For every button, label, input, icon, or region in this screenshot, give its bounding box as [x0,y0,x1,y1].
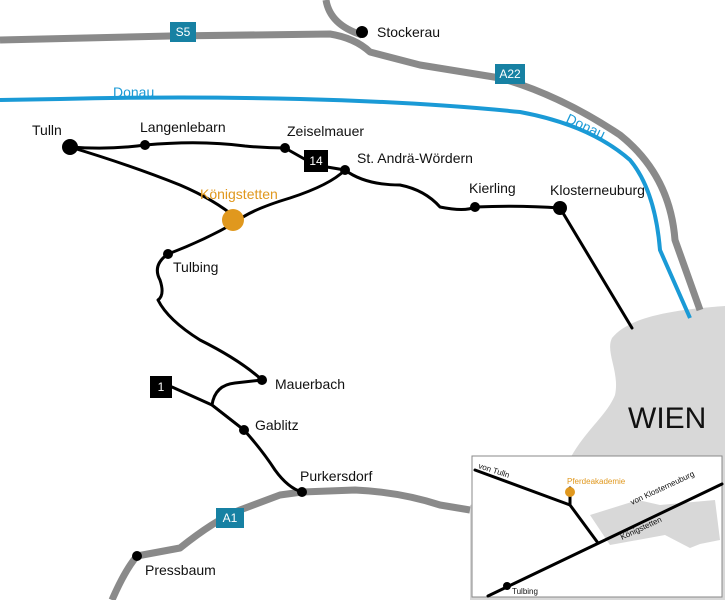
inset-marker-tulbing [503,582,511,590]
inset-marker-pferdeakademie [565,487,575,497]
marker-kierling [470,202,480,212]
road-box-14: 14 [304,150,328,172]
shield-a1: A1 [216,508,244,528]
label-koenigstetten: Königstetten [200,186,278,202]
road-tulbing-mauerbach [155,252,264,382]
marker-purkersdorf [297,487,307,497]
shield-a22: A22 [495,64,525,84]
shield-s5: S5 [170,22,196,42]
marker-pressbaum [132,551,142,561]
marker-stockerau [356,26,368,38]
svg-text:14: 14 [309,154,323,168]
inset-building-area [590,500,720,548]
label-zeiselmauer: Zeiselmauer [287,123,364,139]
river-donau [0,95,692,319]
inset-road-main [486,482,724,598]
road-tulln-zeiselmauer [68,141,347,172]
marker-koenigstetten [222,209,244,231]
highway-a1 [108,486,471,600]
label-gablitz: Gablitz [255,417,299,433]
marker-klosterneuburg [553,201,567,215]
label-tulbing: Tulbing [173,259,218,275]
label-kierling: Kierling [469,180,516,196]
svg-text:1: 1 [158,380,165,394]
marker-mauerbach [257,375,267,385]
svg-text:S5: S5 [176,25,191,39]
road-tulln-koenigstetten [68,145,238,220]
marker-gablitz [239,425,249,435]
inset-label-pferdeakademie: Pferdeakademie [567,477,626,486]
label-mauerbach: Mauerbach [275,376,345,392]
label-pressbaum: Pressbaum [145,562,216,578]
label-st-andrae: St. Andrä-Wördern [357,150,473,166]
marker-zeiselmauer [280,143,290,153]
road-box-1: 1 [150,376,172,398]
svg-text:A1: A1 [223,511,238,525]
label-klosterneuburg: Klosterneuburg [550,182,645,198]
svg-text:A22: A22 [499,67,521,81]
label-tulln: Tulln [32,122,62,138]
marker-tulln [62,139,78,155]
highway-s5 [0,30,704,312]
inset-map: von Tulln Pferdeakademie von Klosterneub… [471,455,724,598]
road-route1-purkersdorf [170,385,304,494]
label-wien: WIEN [628,402,706,435]
road-andrae-klosterneuburg [343,168,634,330]
marker-tulbing [163,249,173,259]
inset-label-tulbing: Tulbing [512,587,538,596]
label-stockerau: Stockerau [377,24,440,40]
road-andrae-koenigstetten-tulbing [166,168,347,256]
label-langenlebarn: Langenlebarn [140,119,226,135]
marker-st-andrae [340,165,350,175]
label-purkersdorf: Purkersdorf [300,468,372,484]
marker-langenlebarn [140,140,150,150]
label-donau: Donau [113,84,154,100]
